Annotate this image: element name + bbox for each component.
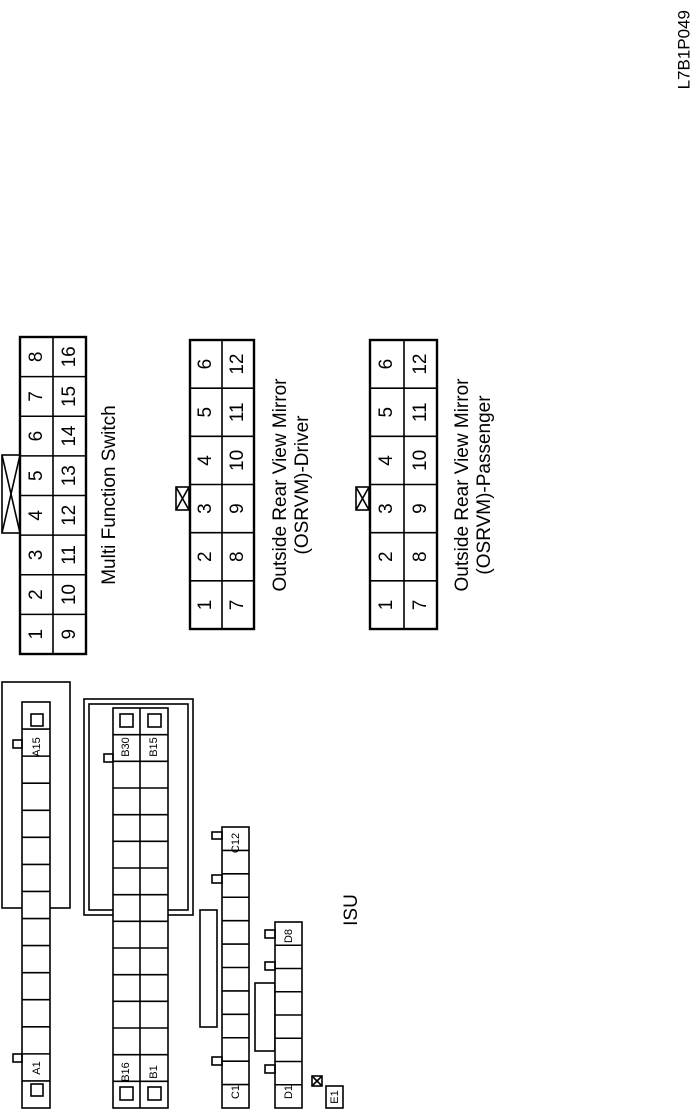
multi-function-switch-label: Multi Function Switch (99, 405, 120, 585)
isu-connector-c: C12 C1 (199, 826, 250, 1109)
isu-label: ISU (341, 894, 362, 926)
osrvm-driver-row1-pin-2: 2 (195, 551, 216, 562)
osrvm-passenger-label-line1: Outside Rear View Mirror (452, 378, 473, 592)
pin-label-a1: A1 (31, 1061, 43, 1074)
figure-code: L7B1P049 (674, 10, 693, 89)
pin-label-a15: A15 (31, 737, 43, 757)
osrvm-passenger-row2-pin-9: 9 (410, 503, 431, 514)
osrvm-driver-label-line2: (OSRVM)-Driver (292, 415, 313, 555)
mfs-row2-pin-13: 13 (59, 465, 80, 486)
osrvm-passenger-row2-pin-12: 12 (410, 354, 431, 375)
pin-label-b30: B30 (120, 737, 132, 757)
mfs-row2-pin-11: 11 (59, 545, 80, 565)
osrvm-passenger-row1-pin-1: 1 (376, 600, 397, 611)
mfs-row1-pin-1: 1 (26, 629, 47, 640)
mfs-row1-pin-8: 8 (26, 352, 47, 363)
osrvm-driver-row2-pin-9: 9 (227, 503, 248, 514)
isu-connector-b: B30 B15 B16 B1 (83, 698, 194, 1109)
osrvm-driver-row1-pin-5: 5 (195, 407, 216, 418)
osrvm-passenger-row1-pin-4: 4 (376, 455, 397, 466)
osrvm-driver-row2-pin-12: 12 (227, 354, 248, 375)
mfs-row2-pin-15: 15 (59, 386, 80, 407)
osrvm-passenger-row1-pin-5: 5 (376, 407, 397, 418)
osrvm-passenger-row2-pin-11: 11 (410, 402, 431, 422)
osrvm-driver-label-line1: Outside Rear View Mirror (270, 378, 291, 592)
pin-label-c1: C1 (230, 1085, 242, 1099)
pin-label-b1: B1 (148, 1065, 160, 1078)
osrvm-passenger-label-line2: (OSRVM)-Passenger (474, 395, 495, 575)
osrvm-passenger-row2-pin-8: 8 (410, 551, 431, 562)
isu-connector-e: E1 (311, 1075, 344, 1109)
osrvm-driver-row1-pin-4: 4 (195, 455, 216, 466)
mfs-row1-pin-5: 5 (26, 470, 47, 481)
mfs-row1-pin-4: 4 (26, 510, 47, 521)
pin-label-e1: E1 (329, 1090, 341, 1103)
pin-label-c12: C12 (230, 833, 242, 853)
pin-label-d1: D1 (283, 1085, 295, 1099)
pin-label-b15: B15 (148, 737, 160, 757)
mfs-row1-pin-6: 6 (26, 431, 47, 442)
osrvm-driver-row1-pin-3: 3 (195, 503, 216, 514)
osrvm-passenger-row1-pin-3: 3 (376, 503, 397, 514)
osrvm-passenger-row2-pin-7: 7 (410, 600, 431, 611)
osrvm-driver-row2-pin-10: 10 (227, 450, 248, 471)
osrvm-passenger-row2-pin-10: 10 (410, 450, 431, 471)
mfs-row2-pin-9: 9 (59, 629, 80, 640)
osrvm-driver-row2-pin-8: 8 (227, 551, 248, 562)
osrvm-passenger-row1-pin-6: 6 (376, 359, 397, 370)
osrvm-driver-row2-pin-11: 11 (227, 402, 248, 422)
osrvm-driver-row2-pin-7: 7 (227, 600, 248, 611)
mfs-row2-pin-10: 10 (59, 584, 80, 605)
osrvm-passenger-row1-pin-2: 2 (376, 551, 397, 562)
mfs-row1-pin-2: 2 (26, 589, 47, 600)
mfs-row1-pin-7: 7 (26, 391, 47, 402)
isu-connector-d: D8 D1 (254, 921, 303, 1109)
isu-connector-a: A15 A1 (1, 681, 71, 1109)
mfs-row1-pin-3: 3 (26, 550, 47, 561)
osrvm-driver-row1-pin-1: 1 (195, 600, 216, 611)
osrvm-driver-row1-pin-6: 6 (195, 359, 216, 370)
mfs-row2-pin-12: 12 (59, 505, 80, 526)
mfs-row2-pin-16: 16 (59, 346, 80, 367)
pin-label-d8: D8 (283, 929, 295, 943)
mfs-row2-pin-14: 14 (59, 425, 80, 447)
pin-label-b16: B16 (120, 1062, 132, 1082)
